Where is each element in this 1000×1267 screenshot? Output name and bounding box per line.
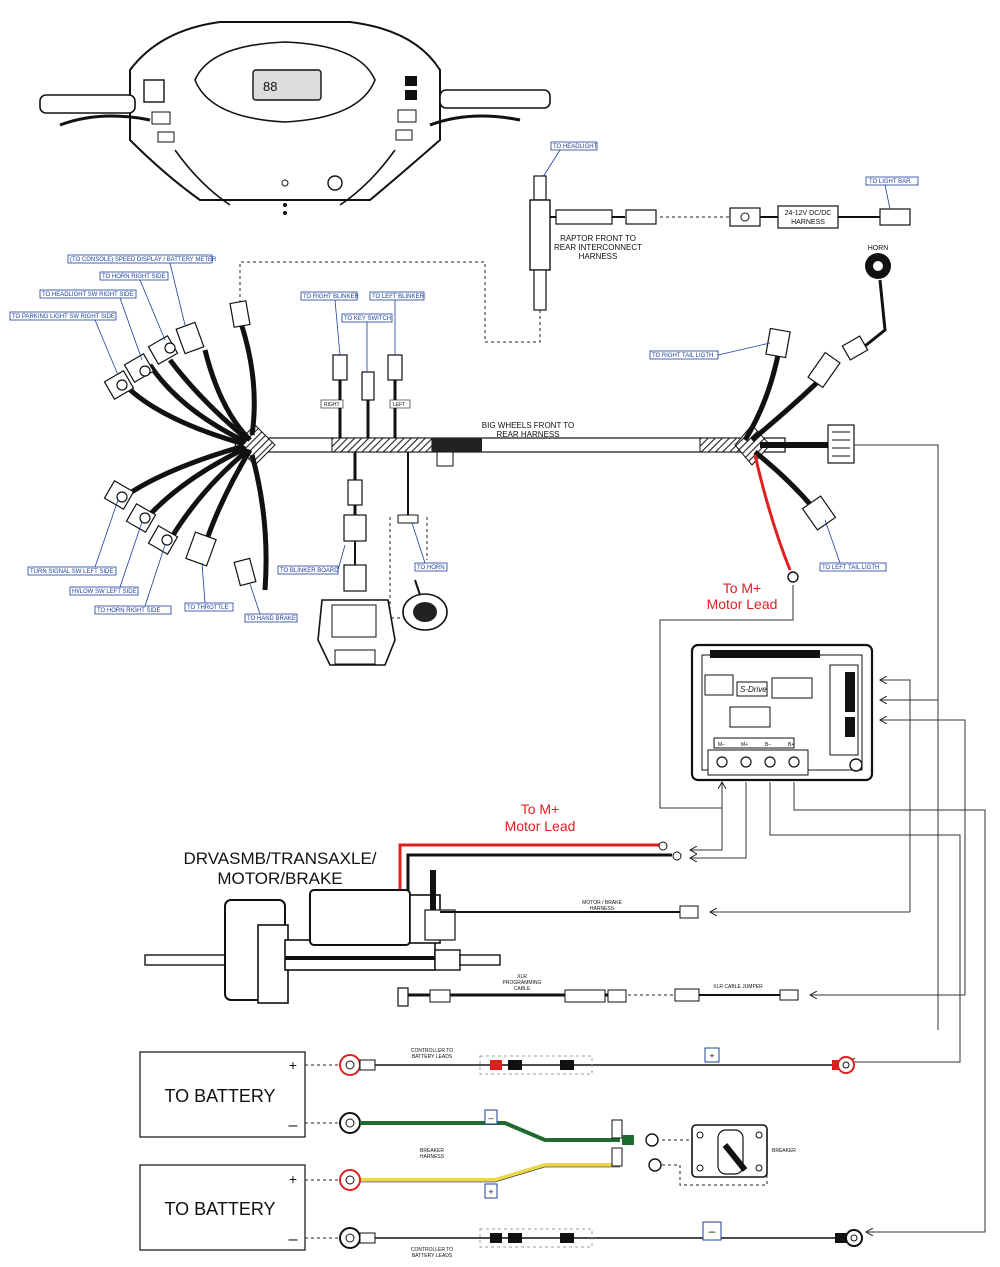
transaxle (144, 870, 501, 1004)
battery-dashes (305, 1064, 338, 1239)
terminal-b-plus (788, 756, 800, 768)
speed-display (252, 69, 322, 101)
raptor-label-3: HARNESS (579, 252, 618, 261)
left-tag: LEFT (393, 402, 405, 408)
xlr-label-1: XLR (517, 974, 527, 980)
ctrl-leads-bottom-label-2: BATTERY LEADS (412, 1253, 453, 1259)
label-left-blinker: TO LEFT BLINKER (372, 294, 424, 300)
black-motor-lead (406, 853, 672, 895)
handlebar-console: 88 (39, 21, 551, 215)
label-horn-right-bottom: TO HORN RIGHT SIDE (97, 608, 160, 614)
m-plus-label-bottom-a: To M+ (521, 801, 560, 817)
xlr-cable: XLR PROGRAMMING CABLE XLR CABLE JUMPER (397, 974, 799, 1007)
yellow-plus-tag: + (488, 1187, 493, 1197)
label-to-horn: TO HORN (417, 565, 445, 571)
raptor-label-1: RAPTOR FRONT TO (560, 234, 636, 243)
top-lead-plus-tag: + (709, 1051, 714, 1061)
breaker-harness: – + BREAKER HARNESS (339, 1109, 662, 1199)
term-m-plus-label: M+ (741, 742, 748, 748)
rear-horn: HORN (841, 245, 891, 361)
terminal-b-minus (764, 756, 776, 768)
big-wheels-label-2: REAR HARNESS (496, 430, 559, 439)
rear-connectors (765, 327, 841, 531)
m-plus-label-top-a: To M+ (723, 580, 762, 596)
front-horn (402, 579, 448, 631)
xlr-jumper-label: XLR CABLE JUMPER (713, 984, 763, 990)
ctrl-leads-bottom-label-1: CONTROLLER TO (411, 1247, 453, 1253)
xlr-label-3: CABLE (514, 986, 531, 992)
battery-1-minus: – (289, 1117, 298, 1134)
green-minus-tag: – (488, 1113, 493, 1123)
label-right-tail: TO RIGHT TAIL LIGTH (652, 353, 713, 359)
battery-2: TO BATTERY + – (139, 1164, 306, 1251)
right-tag: RIGHT (324, 402, 340, 408)
terminal-m-plus (740, 756, 752, 768)
controller-connections (659, 444, 986, 1232)
term-b-plus-label: B+ (788, 742, 794, 748)
battery-2-plus: + (289, 1171, 297, 1187)
left-grip (39, 94, 136, 114)
breaker: BREAKER (662, 1124, 796, 1186)
label-hilow: HI/LOW SW LEFT SIDE (72, 589, 137, 595)
breaker-harness-label-2: HARNESS (420, 1154, 445, 1160)
label-key-switch: TO KEY SWITCH (344, 316, 391, 322)
label-turn-signal: TURN SIGNAL SW LEFT SIDE (30, 569, 113, 575)
right-grip (439, 89, 551, 109)
dcdc-label-2: HARNESS (791, 219, 825, 226)
label-right-blinker: TO RIGHT BLINKER (303, 294, 359, 300)
ctrl-leads-top-label-2: BATTERY LEADS (412, 1054, 453, 1060)
label-hand-brake: TO HAND BRAKE (247, 616, 296, 622)
dcdc-label-1: 24-12V DC/DC (785, 210, 832, 217)
term-m-minus-label: M– (718, 742, 725, 748)
battery-2-label: TO BATTERY (164, 1199, 275, 1219)
raptor-label-2: REAR INTERCONNECT (554, 243, 642, 252)
rear-main-connector (827, 424, 855, 464)
controller-battery-lead-top: CONTROLLER TO BATTERY LEADS + (339, 1047, 855, 1076)
battery-1-plus: + (289, 1057, 297, 1073)
blinker-board (317, 541, 396, 666)
label-to-light-bar: TO LIGHT BAR (869, 179, 911, 185)
label-console: (TO CONSOLE) SPEED DISPLAY / BATTERY MET… (70, 257, 217, 263)
key-switch-icon (327, 175, 343, 191)
xlr-label-2: PROGRAMMING (503, 980, 542, 986)
battery-1: TO BATTERY + – (139, 1051, 306, 1138)
red-motor-lead-bottom (398, 843, 660, 895)
label-to-headlight: TO HEADLIGHT (553, 144, 598, 150)
breaker-label: BREAKER (772, 1148, 796, 1154)
main-harness: BIG WHEELS FRONT TO REAR HARNESS (234, 421, 855, 467)
motor-brake-label-1: MOTOR / BRAKE (582, 900, 622, 906)
bottom-lead-minus-tag: – (709, 1224, 716, 1238)
label-horn-right-top: TO HORN RIGHT SIDE (102, 274, 165, 280)
label-headlight-sw: TO HEADLIGHT SW RIGHT SIDE (42, 292, 133, 298)
m-plus-label-top-b: Motor Lead (707, 596, 778, 612)
label-parking-sw: TO PARKING LIGHT SW RIGHT SIDE (12, 314, 115, 320)
raptor-harness: TO HEADLIGHT RAPTOR FRONT TO REAR INTERC… (239, 141, 919, 343)
drv-label-1: DRVASMB/TRANSAXLE/ (183, 849, 376, 868)
battery-1-label: TO BATTERY (164, 1086, 275, 1106)
big-wheels-label-1: BIG WHEELS FRONT TO (482, 421, 574, 430)
battery-2-minus: – (289, 1231, 298, 1248)
drv-label-2: MOTOR/BRAKE (217, 869, 342, 888)
blue-labels: (TO CONSOLE) SPEED DISPLAY / BATTERY MET… (9, 254, 887, 623)
label-blinker-board: TO BLINKER BOARD (280, 568, 339, 574)
motor-brake-label-2: HARNESS (590, 906, 615, 912)
terminal-m-minus (716, 756, 728, 768)
red-motor-lead-top (753, 454, 792, 571)
left-connectors (103, 300, 257, 587)
label-left-tail: TO LEFT TAIL LIGTH (822, 565, 879, 571)
controller-battery-lead-bottom: CONTROLLER TO BATTERY LEADS – (339, 1221, 863, 1259)
display-digits: 88 (263, 79, 277, 94)
m-plus-label-bottom-b: Motor Lead (505, 818, 576, 834)
ctrl-leads-top-label-1: CONTROLLER TO (411, 1048, 453, 1054)
breaker-harness-label-1: BREAKER (420, 1148, 444, 1154)
horn-label: HORN (868, 245, 889, 252)
label-throttle: TO THROTTLE (187, 605, 228, 611)
controller-brand: S-Drive (740, 685, 767, 694)
controller: S-Drive M– M+ B– B+ (690, 643, 874, 782)
left-fanout (118, 319, 269, 591)
term-b-minus-label: B– (765, 742, 771, 748)
blinker-drops: RIGHT LEFT (320, 354, 428, 619)
